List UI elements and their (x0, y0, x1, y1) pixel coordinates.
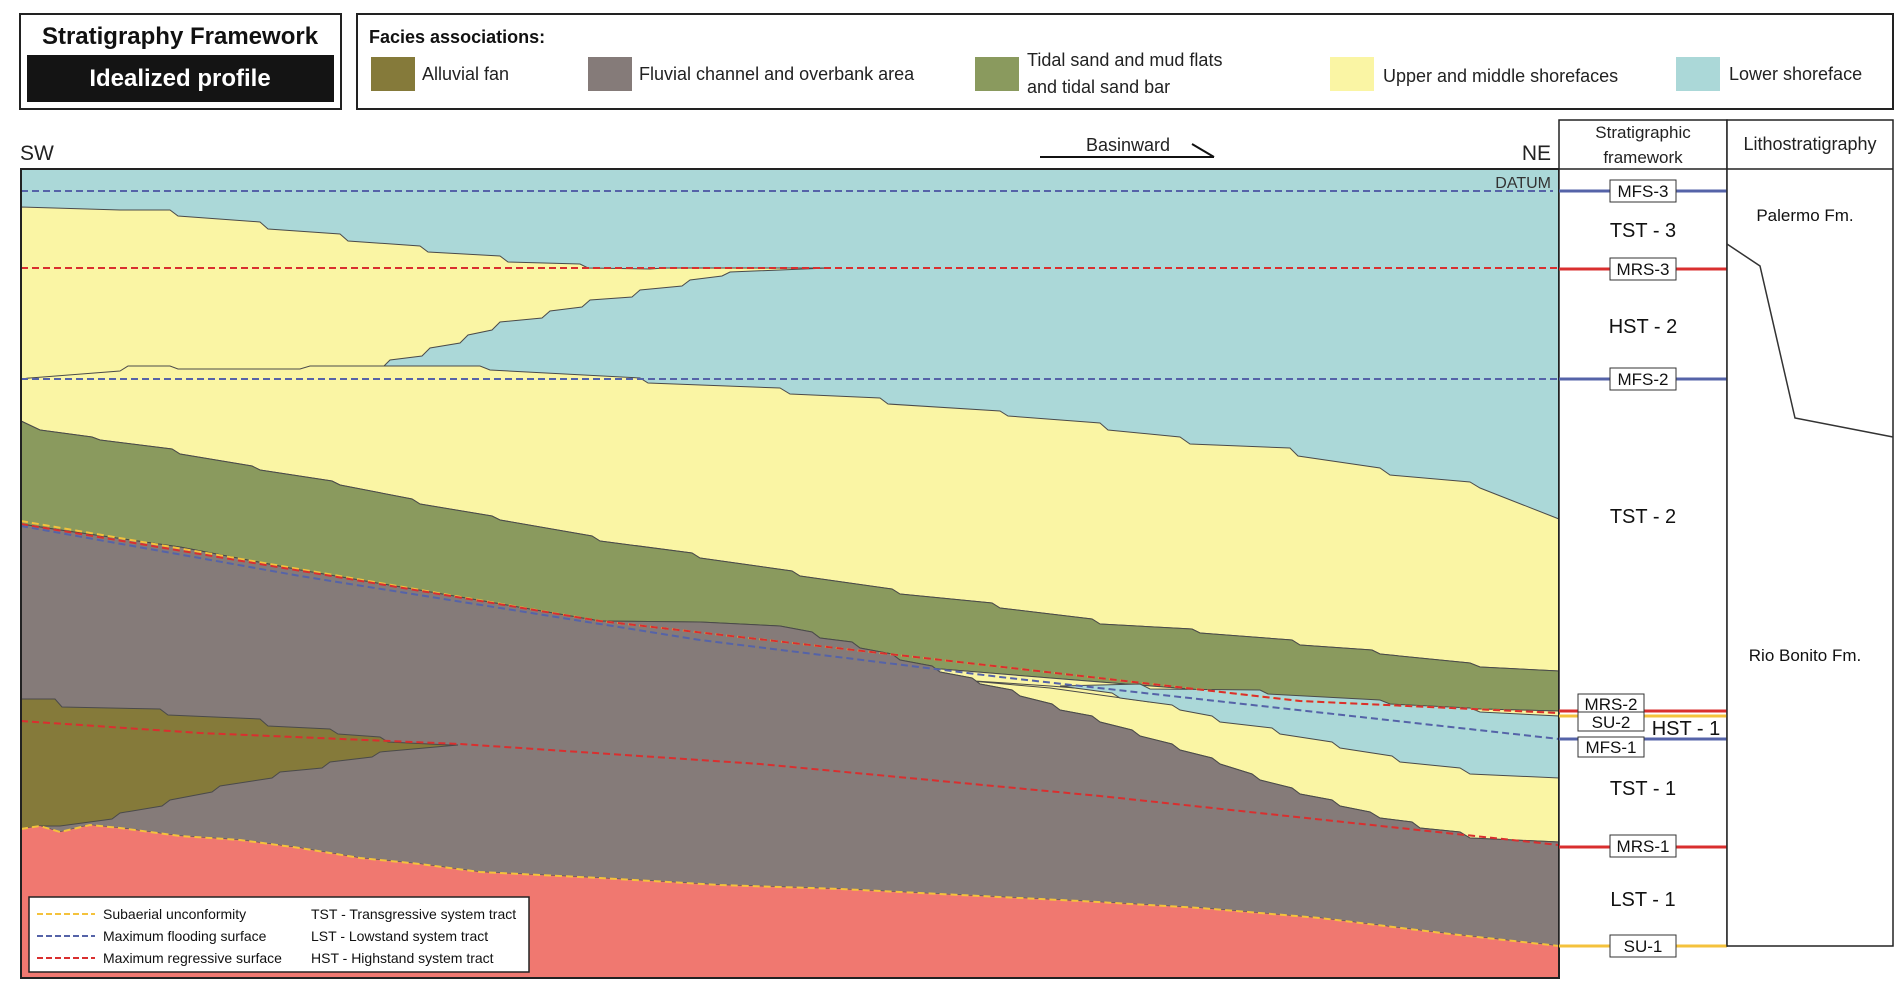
basinward-label: Basinward (1086, 135, 1170, 155)
mfs1-label: MFS-1 (1586, 738, 1637, 757)
facies-legend-heading: Facies associations: (369, 27, 545, 47)
lower-shoreface-tongue (1059, 683, 1560, 779)
tract-hst2: HST - 2 (1609, 316, 1678, 338)
mrs2-label: MRS-2 (1585, 695, 1638, 714)
mfs3-label: MFS-3 (1618, 182, 1669, 201)
tract-tst1: TST - 1 (1610, 778, 1676, 800)
litho-column-frame (1726, 119, 1894, 947)
line-legend-frame (28, 896, 530, 973)
legend-text-mfs: Maximum flooding surface (103, 928, 267, 944)
legend-label-tidal-line2: and tidal sand bar (1027, 77, 1170, 97)
legend-swatch-lower-shoreface (1676, 57, 1720, 91)
line-legend: Subaerial unconformity Maximum flooding … (28, 896, 530, 973)
diagram-subtitle: Idealized profile (89, 65, 270, 92)
formation-rio-bonito: Rio Bonito Fm. (1749, 646, 1861, 665)
sw-label: SW (20, 142, 54, 165)
tract-tst2: TST - 2 (1610, 506, 1676, 528)
legend-text-lst: LST - Lowstand system tract (311, 928, 488, 944)
su2-label: SU-2 (1592, 713, 1631, 732)
mfs1-label-box (1577, 736, 1645, 758)
legend-label-tidal-line1: Tidal sand and mud flats (1027, 50, 1222, 70)
su2-label-box (1577, 711, 1645, 732)
mrs1-label-box (1609, 834, 1677, 858)
legend-swatch-fluvial (588, 57, 632, 91)
litho-header: Lithostratigraphy (1743, 134, 1876, 154)
legend-text-mrs: Maximum regressive surface (103, 950, 282, 966)
legend-swatch-alluvial (371, 57, 415, 91)
legend-label-lower-shoreface: Lower shoreface (1729, 64, 1862, 84)
alluvial-fan-wedge (20, 698, 459, 830)
framework-column-frame (1558, 119, 1728, 947)
facies-legend: Facies associations: Alluvial fan Fluvia… (356, 13, 1894, 110)
su1-label: SU-1 (1624, 937, 1663, 956)
mfs1-dashed-line (20, 525, 1560, 740)
legend-text-tst: TST - Transgressive system tract (311, 906, 516, 922)
legend-text-hst: HST - Highstand system tract (311, 950, 494, 966)
ne-label: NE (1522, 142, 1551, 165)
datum-label: DATUM (1495, 175, 1551, 192)
upper-shoreface-wedge-top (20, 206, 829, 380)
framework-header-line2: framework (1603, 148, 1683, 167)
mrs3-label-box (1609, 257, 1677, 281)
basinward-arrow (1040, 143, 1215, 158)
legend-label-alluvial: Alluvial fan (422, 64, 509, 84)
mrs1-dashed-line (20, 720, 1560, 846)
mrs3-label: MRS-3 (1617, 260, 1670, 279)
mfs2-label-box (1609, 367, 1677, 391)
su1-dashed-line (20, 823, 1560, 947)
tract-tst3: TST - 3 (1610, 220, 1676, 242)
legend-label-upper-shoreface: Upper and middle shorefaces (1383, 66, 1618, 86)
framework-header-line1: Stratigraphic (1595, 123, 1691, 142)
legend-label-fluvial: Fluvial channel and overbank area (639, 64, 915, 84)
diagram-title: Stratigraphy Framework (42, 23, 319, 50)
legend-swatch-upper-shoreface (1330, 57, 1374, 91)
formation-contact-line (1726, 243, 1894, 438)
mrs1-label: MRS-1 (1617, 837, 1670, 856)
tract-lst1: LST - 1 (1610, 889, 1675, 911)
su1-label-box (1609, 934, 1677, 958)
formation-palermo: Palermo Fm. (1756, 206, 1853, 225)
mfs2-label: MFS-2 (1618, 370, 1669, 389)
stratigraphic-framework-column: Stratigraphic framework MFS-3 MRS-3 MFS-… (1558, 119, 1728, 958)
mfs3-label-box (1609, 179, 1677, 203)
subtitle-band (27, 55, 334, 102)
title-box: Stratigraphy Framework Idealized profile (19, 13, 342, 110)
tract-hst1: HST - 1 (1652, 718, 1721, 740)
legend-swatch-tidal (975, 57, 1019, 91)
mrs2-dashed-line (20, 523, 1560, 714)
profile-cross-section: DATUM (20, 168, 1560, 979)
legend-text-su: Subaerial unconformity (103, 906, 246, 922)
lithostratigraphy-column: Lithostratigraphy Palermo Fm. Rio Bonito… (1726, 119, 1894, 947)
